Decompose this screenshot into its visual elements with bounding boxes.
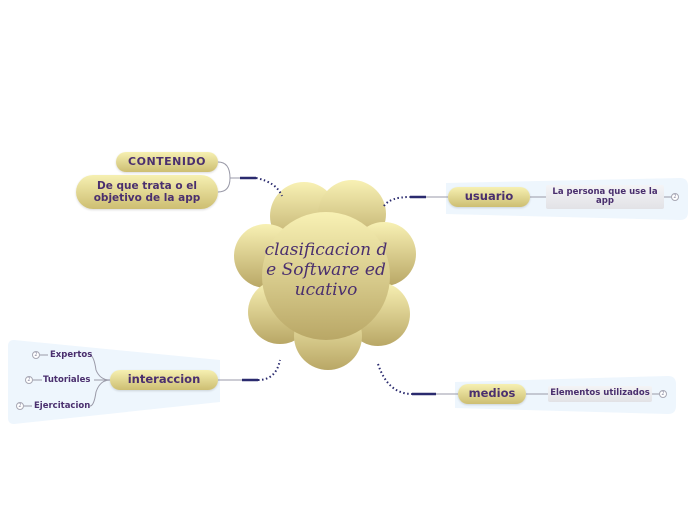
node-usuario-detail-label: La persona que use la app — [552, 186, 658, 206]
node-interaccion-label: interaccion — [127, 372, 201, 387]
node-contenido-label: CONTENIDO — [128, 154, 206, 168]
central-topic-label: clasificacion de Software educativo — [264, 240, 388, 300]
node-medios-detail[interactable]: Elementos utilizados — [548, 386, 652, 402]
leaf-ejercitacion[interactable]: Ejercitacion — [34, 401, 91, 411]
node-contenido-detail[interactable]: De que trata o el objetivo de la app — [76, 175, 218, 209]
connectors — [255, 177, 413, 395]
node-medios-label: medios — [468, 386, 516, 401]
node-usuario-detail[interactable]: La persona que use la app — [546, 185, 664, 209]
connector-interaccion — [257, 359, 281, 381]
node-medios[interactable]: medios — [458, 384, 526, 404]
node-contenido-detail-label: De que trata o el objetivo de la app — [93, 179, 201, 204]
leaf-expertos[interactable]: Expertos — [50, 350, 93, 360]
links — [24, 161, 672, 407]
node-usuario[interactable]: usuario — [448, 187, 530, 207]
connector-usuario — [383, 196, 411, 207]
tutoriales-collapse-badge[interactable]: 2 — [25, 376, 33, 384]
node-usuario-label: usuario — [464, 189, 514, 204]
connector-medios — [377, 363, 413, 395]
central-topic-cloud[interactable] — [234, 180, 416, 370]
leaf-tutoriales[interactable]: Tutoriales — [43, 375, 91, 385]
expertos-collapse-badge[interactable]: 2 — [32, 351, 40, 359]
usuario-collapse-badge[interactable]: 2 — [671, 193, 679, 201]
node-contenido[interactable]: CONTENIDO — [116, 152, 218, 172]
medios-collapse-badge[interactable]: 2 — [659, 390, 667, 398]
ejercitacion-collapse-badge[interactable]: 2 — [16, 402, 24, 410]
connector-ends — [240, 176, 436, 396]
node-interaccion[interactable]: interaccion — [110, 370, 218, 390]
node-medios-detail-label: Elementos utilizados — [550, 388, 650, 399]
connector-contenido — [255, 177, 283, 197]
